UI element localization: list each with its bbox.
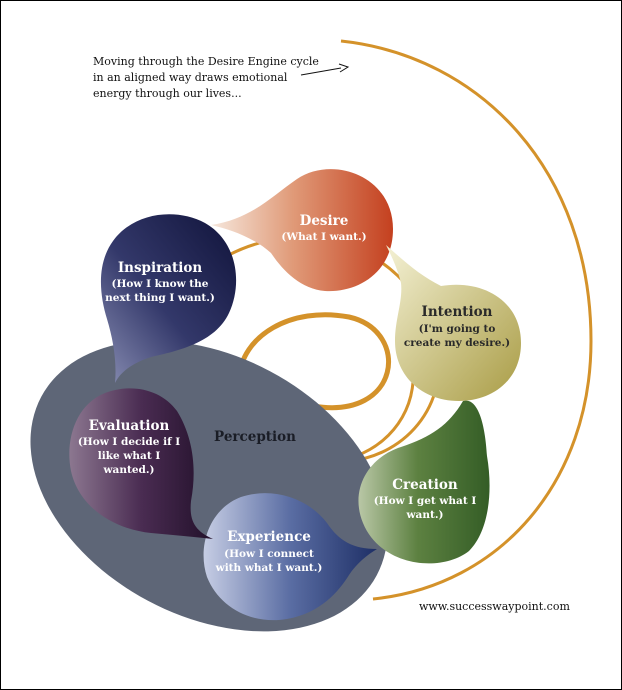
evaluation-subtitle-1: (How I decide if I [78,436,180,448]
intention-drop [386,245,521,401]
experience-drop [203,493,377,621]
desire-drop [211,169,393,292]
intro-text-line-2: in an aligned way draws emotional [93,71,288,84]
outer-energy-arc [340,39,593,601]
desire-title: Desire [300,213,349,229]
intro-arrow [300,67,342,76]
inspiration-subtitle-2: next thing I want.) [105,292,215,304]
intention-title: Intention [422,304,493,320]
website-url: www.successwaypoint.com [419,600,570,613]
evaluation-title: Evaluation [89,418,170,434]
inspiration-subtitle-1: (How I know the [112,278,209,290]
inspiration-drop [100,214,237,383]
desire-subtitle: (What I want.) [281,231,366,243]
creation-subtitle-1: (How I get what I [374,495,477,507]
creation-subtitle-2: want.) [406,509,444,521]
experience-subtitle-1: (How I connect [224,548,314,560]
evaluation-subtitle-3: wanted.) [103,464,155,476]
intro-arrow-head [338,63,350,73]
inner-spiral-core [236,312,392,411]
intro-text-line-1: Moving through the Desire Engine cycle [93,55,319,68]
intro-text-line-3: energy through our lives... [93,87,242,100]
evaluation-drop [69,388,213,539]
experience-subtitle-2: with what I want.) [215,562,323,574]
perception-label: Perception [214,429,296,445]
evaluation-subtitle-2: like what I [98,450,161,462]
intention-subtitle-1: (I'm going to [419,323,496,335]
creation-drop [358,400,490,564]
inspiration-title: Inspiration [118,260,203,276]
experience-title: Experience [227,529,311,545]
intention-subtitle-2: create my desire.) [404,337,510,349]
creation-title: Creation [392,477,458,493]
